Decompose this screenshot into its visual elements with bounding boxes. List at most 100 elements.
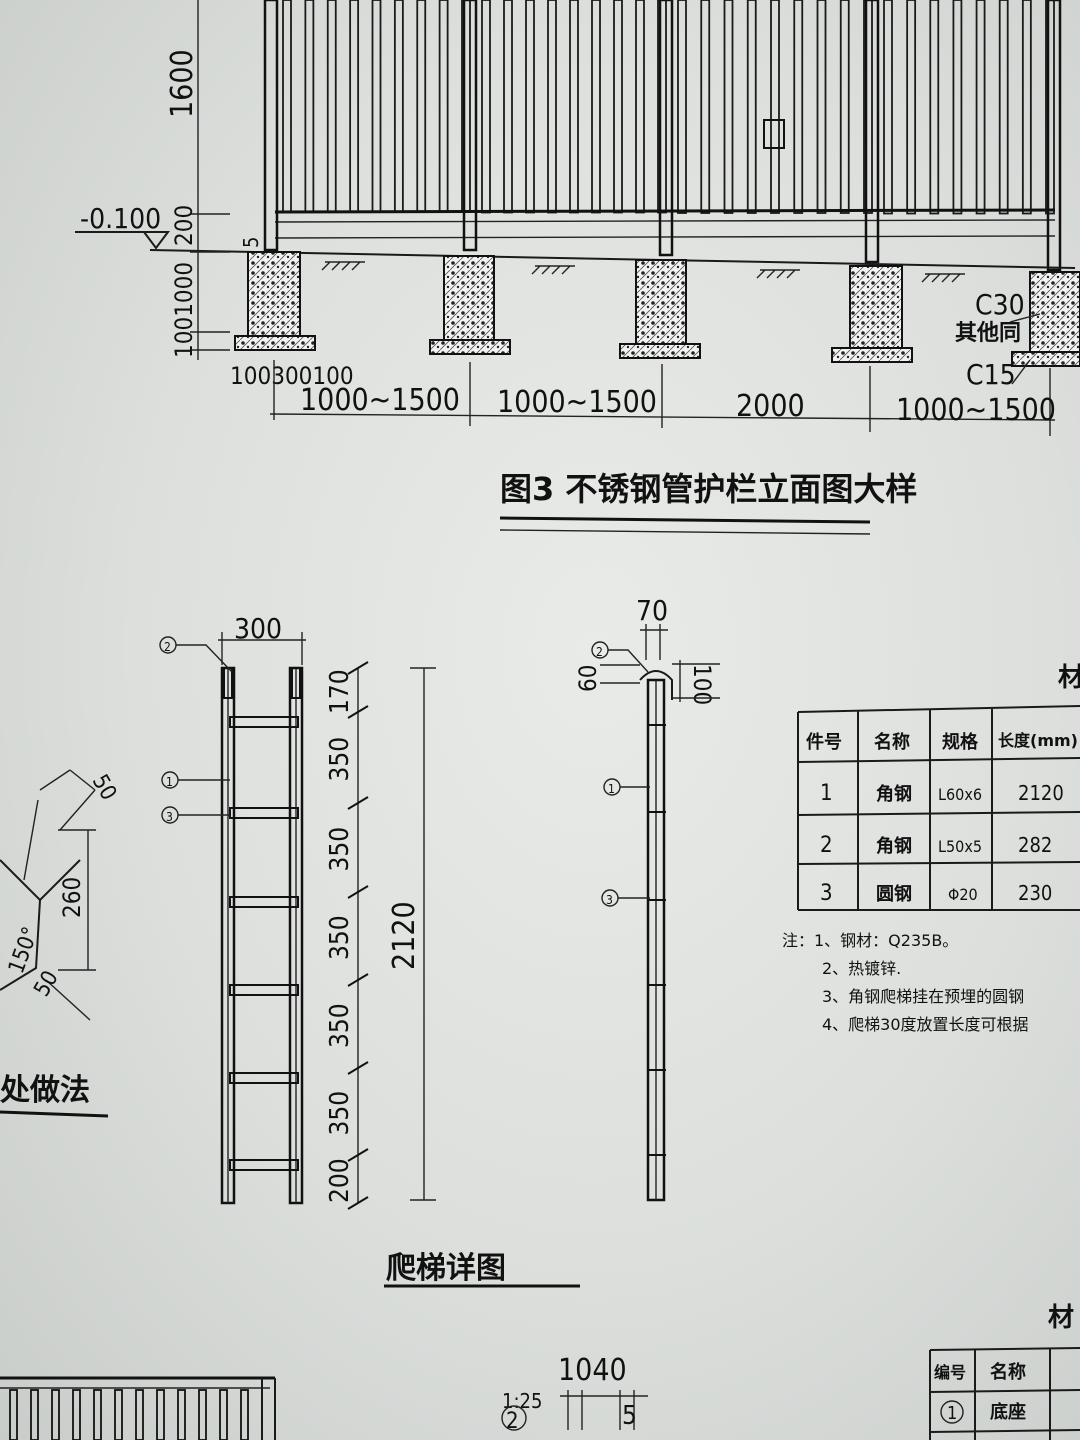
fence-bar [975, 0, 986, 215]
ladder-total-height-label: 2120 [387, 901, 422, 970]
span-label-1: 1000~1500 [300, 383, 460, 418]
svg-text:1: 1 [166, 775, 173, 789]
svg-text:3: 3 [606, 893, 613, 907]
ladder-segment-label: 350 [325, 1003, 355, 1048]
dim-tick [347, 796, 369, 810]
span-label-3: 2000 [736, 389, 805, 424]
fence-bar [416, 0, 427, 213]
side-marker-2: 2 [591, 641, 649, 673]
fence-elevation: 1600 -0.100 200 5 1001000 100300100 1000… [75, 0, 1080, 535]
dim-50-bottom-label: 50 [30, 967, 64, 1001]
footing [619, 259, 701, 359]
fence-bar [952, 0, 963, 215]
part-marker-2: 2 [159, 636, 233, 673]
svg-text:1: 1 [608, 782, 615, 796]
fence-bar [906, 0, 917, 215]
fence-bar [816, 0, 827, 214]
fence-bar [770, 0, 780, 214]
ladder-width-label: 300 [234, 612, 282, 645]
dim-5-label: 5 [239, 237, 263, 248]
table-header-length: 长度(mm) [998, 731, 1078, 750]
fence-post [658, 0, 674, 257]
materials-title: 材 [1058, 663, 1080, 693]
side-dim-70-label: 70 [636, 594, 668, 627]
table-header-name: 名称 [874, 731, 910, 753]
dim-1001000-label: 1001000 [170, 262, 198, 358]
fence-bar [349, 0, 360, 213]
concrete-c30-label: C30 [975, 288, 1025, 321]
ladder-side-view: 70 60 100 2 1 3 [574, 594, 720, 1202]
svg-text:圆钢: 圆钢 [876, 883, 912, 905]
dim-100-300-100-label: 100300100 [230, 362, 354, 390]
fence-bar [723, 0, 734, 214]
fence-bar [282, 0, 292, 213]
fence-bar [591, 0, 601, 214]
span-label-2: 1000~1500 [497, 385, 657, 420]
dim-260-label: 260 [58, 877, 86, 918]
fence-bar [393, 0, 404, 213]
ladder-segment-label: 350 [325, 915, 355, 960]
other-same-label: 其他同 [955, 321, 1021, 346]
bottom-marker-2: 2 [501, 1405, 527, 1434]
bottom-header-name: 名称 [990, 1361, 1026, 1383]
bottom-railing-bars [9, 1389, 249, 1440]
svg-text:L60x6: L60x6 [938, 785, 982, 804]
svg-text:282: 282 [1018, 833, 1052, 857]
fence-bar [547, 0, 557, 214]
dim-200-label: 200 [170, 205, 198, 246]
fence-bar [371, 0, 382, 213]
svg-text:3: 3 [166, 810, 173, 824]
bottom-bar [198, 1389, 207, 1440]
table-header-no: 件号 [806, 731, 842, 753]
fence-post [263, 0, 279, 252]
bottom-bar [135, 1389, 144, 1440]
side-marker-1: 1 [603, 778, 650, 796]
ladder-segment-label: 170 [325, 669, 355, 714]
elevation-title: 图3 不锈钢管护栏立面图大样 [500, 470, 917, 508]
dim-tick [347, 661, 369, 675]
bottom-partial: 1040 1:25 2 5 材 编号 名称 1 底座 [0, 1303, 1080, 1440]
table-row: 3 圆钢 Φ20 230 [820, 881, 1052, 906]
side-hook [639, 670, 673, 700]
left-detail: 50 260 150° 50 处做法 [0, 769, 121, 1118]
ladder-title: 爬梯详图 [386, 1251, 506, 1286]
svg-text:2: 2 [164, 640, 171, 654]
fence-bars [282, 0, 1055, 215]
svg-text:L50x5: L50x5 [938, 837, 982, 856]
footing [429, 255, 511, 355]
ladder-rung [229, 716, 299, 728]
dim-tick [347, 1148, 369, 1162]
fence-bar [863, 0, 873, 214]
dim-50-top-label: 50 [87, 771, 121, 805]
fence-bar [677, 0, 687, 214]
fence-bar [1021, 0, 1032, 215]
side-marker-3: 3 [601, 889, 650, 907]
note-2: 2、热镀锌. [822, 959, 901, 978]
fence-bar [929, 0, 940, 215]
concrete-c15-label: C15 [966, 358, 1016, 391]
level-label: -0.100 [80, 202, 161, 235]
fence-bar [503, 0, 513, 214]
dim-1040-label: 1040 [558, 1353, 627, 1388]
svg-text:1: 1 [820, 781, 833, 806]
fence-bar [304, 0, 315, 213]
svg-text:角钢: 角钢 [876, 783, 912, 805]
bottom-bar [240, 1389, 249, 1440]
bottom-row-name: 底座 [990, 1401, 1026, 1423]
bottom-bar [51, 1389, 60, 1440]
part-marker-3: 3 [161, 806, 230, 824]
ladder-rung [229, 1159, 299, 1171]
footing [831, 265, 913, 363]
fence-joint-plate [763, 119, 785, 149]
fence-bar [438, 0, 449, 213]
fence-bar [746, 0, 757, 214]
c30-leader [1009, 313, 1041, 323]
c15-leader [1011, 359, 1031, 385]
part-marker-1: 1 [161, 771, 230, 789]
fence-bottom-rail-inner [274, 219, 1056, 223]
ladder-segment-label: 200 [325, 1158, 355, 1203]
left-detail-title: 处做法 [0, 1073, 90, 1108]
fence-post [1046, 0, 1062, 272]
